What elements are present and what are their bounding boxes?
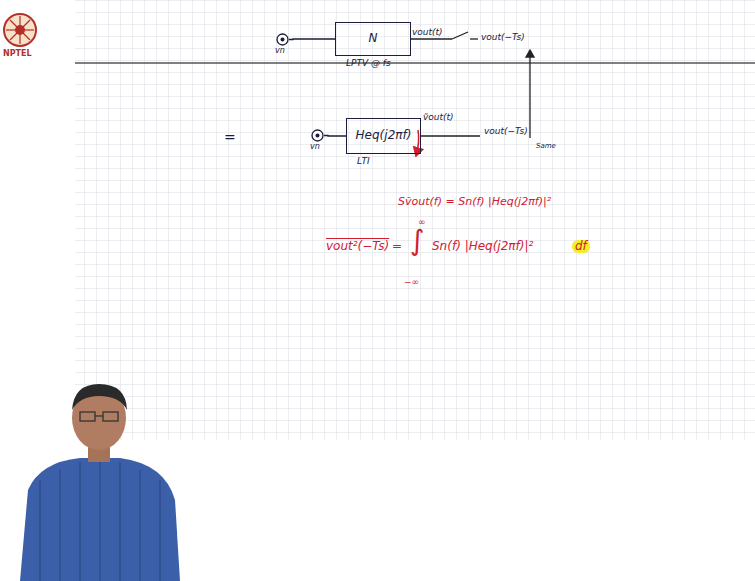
block-caption: LPTV @ fs bbox=[346, 59, 391, 69]
signal-name: ṽout(t) bbox=[423, 113, 454, 123]
noise-source: vn bbox=[276, 33, 289, 46]
equals-sign: = bbox=[392, 240, 402, 253]
divider-line bbox=[75, 62, 755, 64]
equals-sign: = bbox=[224, 130, 236, 145]
signal-name: vout(−Ts) bbox=[481, 33, 525, 43]
signal-name: vout(−Ts) bbox=[484, 127, 528, 137]
block-name: Heq(j2πf) bbox=[356, 129, 412, 142]
block-name: N bbox=[369, 32, 378, 45]
source-name: vn bbox=[275, 47, 285, 56]
grid-paper bbox=[75, 0, 755, 440]
noise-source: vn bbox=[311, 129, 324, 142]
source-symbol bbox=[276, 33, 289, 46]
wire bbox=[289, 38, 335, 40]
wires bbox=[411, 32, 530, 138]
note: Same bbox=[536, 143, 556, 151]
logo-text: NPTEL bbox=[3, 50, 32, 59]
equation-term: df bbox=[572, 240, 590, 253]
equation-term: vout²(−Ts) bbox=[326, 240, 389, 253]
lptv-box: NLPTV @ fs bbox=[335, 22, 411, 56]
block-caption: LTI bbox=[357, 157, 370, 167]
signal-name: vout(t) bbox=[412, 28, 443, 38]
equation: Sṽout(f) = Sn(f) |Heq(j2πf)|² bbox=[398, 196, 551, 208]
lti-box: Heq(j2πf)LTI bbox=[346, 118, 421, 154]
equation-term: Sn(f) |Heq(j2πf)|² bbox=[432, 240, 533, 253]
source-name: vn bbox=[310, 143, 320, 152]
red-arrow bbox=[416, 130, 419, 156]
source-symbol bbox=[311, 129, 324, 142]
integral-limit: −∞ bbox=[404, 278, 419, 288]
wire bbox=[324, 135, 346, 137]
presenter bbox=[20, 384, 180, 581]
nptel-logo bbox=[4, 14, 36, 46]
integral-sign: ∫ bbox=[410, 226, 425, 257]
